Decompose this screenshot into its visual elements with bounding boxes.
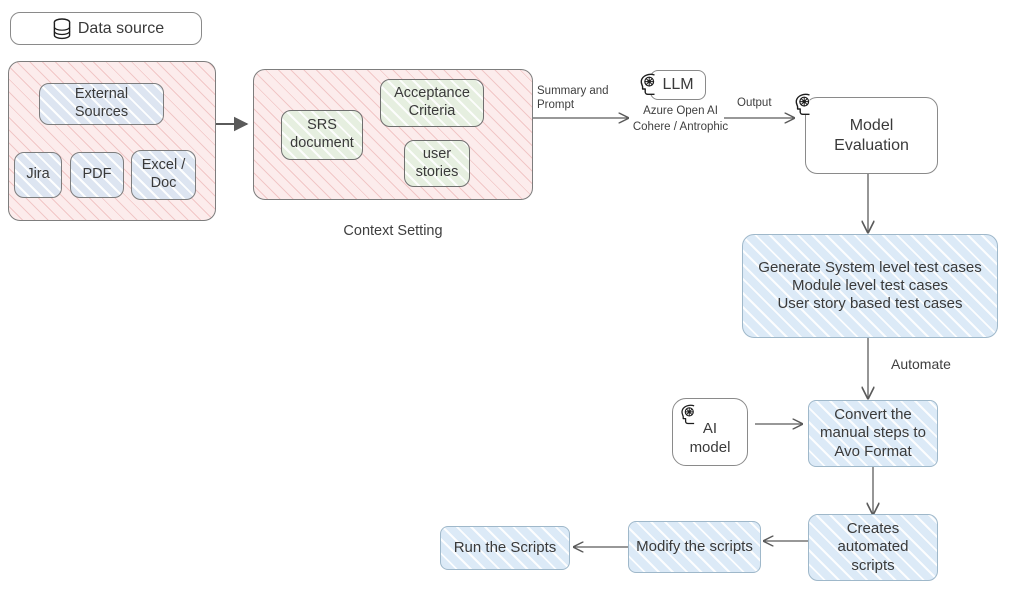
legend-data-source-label: Data source [77, 19, 165, 37]
node-convert-avo-format[interactable]: Convert the manual steps to Avo Format [808, 400, 938, 467]
node-modify-scripts[interactable]: Modify the scripts [628, 521, 761, 573]
node-excel-doc[interactable]: Excel / Doc [131, 150, 196, 200]
node-srs-document[interactable]: SRS document [281, 110, 363, 160]
ai-head-icon [795, 93, 810, 115]
edge-label-summary-and-prompt: Summary and Prompt [537, 85, 609, 112]
database-icon [53, 17, 71, 39]
node-generate-test-cases[interactable]: Generate System level test cases Module … [742, 234, 998, 338]
edge-label-automate: Automate [891, 356, 951, 372]
legend-data-source: Data source [10, 12, 202, 45]
node-model-evaluation[interactable]: Model Evaluation [805, 97, 938, 174]
node-pdf[interactable]: PDF [70, 152, 124, 198]
ai-head-icon [681, 404, 695, 425]
node-run-scripts[interactable]: Run the Scripts [440, 526, 570, 570]
node-acceptance-criteria[interactable]: Acceptance Criteria [380, 79, 484, 127]
caption-context-setting: Context Setting [343, 223, 443, 239]
edge-label-output: Output [737, 97, 772, 109]
node-ai-model-label: AI model [689, 420, 731, 456]
ai-head-icon [640, 73, 655, 95]
caption-llm-providers: Azure Open AI Cohere / Antrophic [632, 105, 729, 133]
node-user-stories[interactable]: user stories [404, 140, 470, 187]
node-external-sources[interactable]: External Sources [39, 83, 164, 125]
node-jira[interactable]: Jira [14, 152, 62, 198]
node-creates-automated-scripts[interactable]: Creates automated scripts [808, 514, 938, 581]
node-llm[interactable]: LLM [650, 70, 706, 100]
